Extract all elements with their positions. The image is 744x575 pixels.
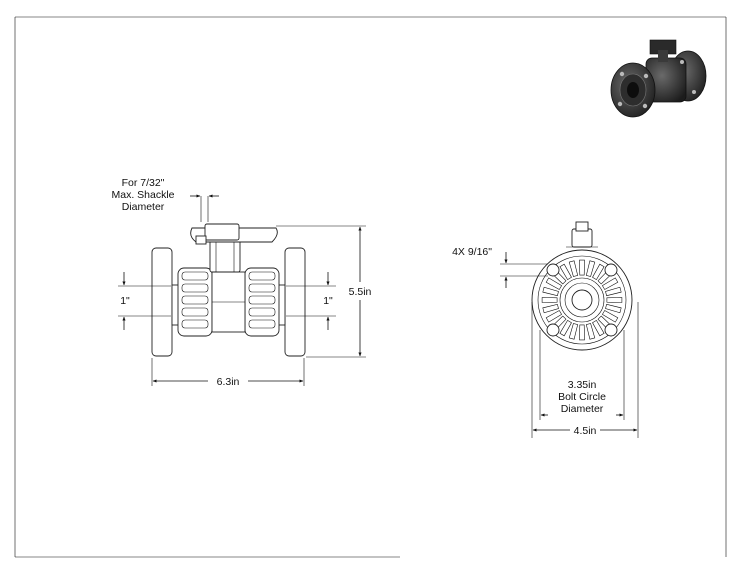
flange-rib — [601, 277, 619, 290]
side-view-flange — [531, 221, 633, 351]
bolt-circle-text: Bolt Circle — [558, 391, 606, 403]
height-dimension — [276, 225, 366, 358]
flange-diameter-label: 4.5in — [574, 425, 597, 437]
flange-rib — [541, 297, 558, 303]
pipe-left-dimension — [118, 272, 171, 330]
flange-rib — [605, 286, 622, 297]
flange-ribs — [541, 259, 623, 341]
bolt-hole-note: 4X 9/16" — [452, 246, 492, 258]
flange-rib — [545, 310, 563, 323]
shackle-note-line1: For 7/32" — [122, 177, 165, 189]
bolt-hole-dimension — [500, 252, 548, 288]
shackle-dimension — [190, 194, 219, 222]
bolt-circle-value: 3.35in — [568, 379, 597, 391]
pipe-right-label: 1" — [323, 295, 333, 307]
shackle-note-line3: Diameter — [122, 201, 165, 213]
flange-rib — [568, 323, 579, 340]
flange-rib — [585, 323, 596, 340]
flange-rib — [545, 277, 563, 290]
flange-rib — [592, 263, 605, 281]
isometric-valve-thumbnail — [610, 39, 707, 118]
flange-rib — [542, 303, 559, 314]
pipe-left-label: 1" — [120, 295, 130, 307]
flange-diameter-dimension — [531, 302, 639, 438]
flange-rib — [601, 310, 619, 323]
flange-rib — [542, 286, 559, 297]
bolt-circle-diameter-text: Diameter — [561, 403, 604, 415]
shackle-note-line2: Max. Shackle — [111, 189, 174, 201]
height-label: 5.5in — [349, 286, 372, 298]
bolt-circle-dimension — [539, 330, 625, 420]
front-view-valve — [151, 223, 306, 357]
flange-rib — [559, 319, 572, 337]
flange-rib — [585, 260, 596, 277]
flange-rib — [579, 324, 585, 341]
length-label: 6.3in — [217, 376, 240, 388]
flange-rib — [579, 259, 585, 276]
length-dimension — [151, 358, 305, 386]
flange-rib — [605, 303, 622, 314]
flange-rib — [592, 319, 605, 337]
flange-rib — [606, 297, 623, 303]
pipe-right-dimension — [286, 272, 336, 330]
flange-rib — [559, 263, 572, 281]
flange-rib — [568, 260, 579, 277]
sheet-border — [14, 16, 727, 558]
